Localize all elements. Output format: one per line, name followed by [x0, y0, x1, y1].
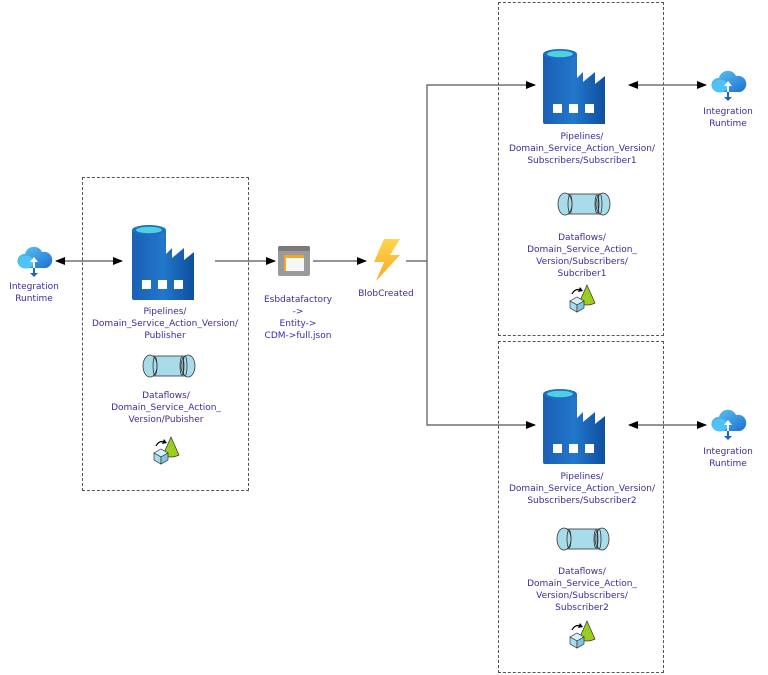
- data-factory-icon: [132, 225, 194, 300]
- integration-runtime-right1-label: Integration Runtime: [703, 106, 753, 130]
- edge-blobcreated-to-subscriber2: [426, 261, 536, 429]
- publisher-dataflow-label: Dataflows/ Domain_Service_Action_ Versio…: [111, 390, 221, 426]
- label-line: Pipelines/: [143, 307, 187, 317]
- label-line: Version/Subscribers/: [536, 257, 628, 267]
- integration-runtime-cloud-icon: [711, 70, 747, 101]
- subscriber1-pipeline-label: Pipelines/ Domain_Service_Action_Version…: [509, 131, 655, 167]
- subscriber2-group-box: [498, 341, 664, 673]
- transform-shapes-icon: [153, 436, 180, 465]
- subscriber2-pipeline[interactable]: [541, 386, 607, 466]
- label-line: Integration: [9, 282, 59, 292]
- blob-created-event[interactable]: [370, 238, 404, 282]
- subscriber2-dataflow[interactable]: [555, 526, 611, 552]
- integration-runtime-right2-label: Integration Runtime: [703, 446, 753, 470]
- publisher-pipeline[interactable]: [130, 222, 196, 302]
- event-lightning-icon: [374, 239, 400, 281]
- storage-container[interactable]: [277, 245, 311, 277]
- integration-runtime-right1[interactable]: [708, 68, 748, 104]
- label-line: Version/Pubisher: [128, 415, 204, 425]
- transform-shapes-icon: [569, 284, 596, 313]
- label-line: Dataflows/: [558, 567, 606, 577]
- subscriber1-dataflow[interactable]: [556, 191, 612, 217]
- integration-runtime-cloud-icon: [711, 409, 747, 440]
- label-line: Domain_Service_Action_Version/: [509, 484, 655, 494]
- integration-runtime-left[interactable]: [14, 244, 54, 280]
- label-line: Runtime: [15, 294, 53, 304]
- subscriber2-transform: [567, 619, 597, 649]
- label-line: Integration: [703, 447, 753, 457]
- edge-blobcreated-to-subscriber1: [406, 81, 536, 262]
- integration-runtime-left-label: Integration Runtime: [9, 281, 59, 305]
- data-factory-icon: [543, 389, 605, 464]
- label-line: Subscribers/Subscriber1: [527, 156, 637, 166]
- label-line: Pipelines/: [560, 132, 604, 142]
- integration-runtime-right2[interactable]: [708, 407, 748, 443]
- label-line: Integration: [703, 107, 753, 117]
- label-line: Subscribers/Subscriber2: [527, 496, 637, 506]
- dataflow-pipe-icon: [557, 192, 611, 216]
- subscriber1-pipeline[interactable]: [541, 46, 607, 126]
- dataflow-pipe-icon: [142, 354, 196, 378]
- storage-label: Esbdatafactory -> Entity-> CDM->full.jso…: [264, 294, 332, 342]
- label-line: ->: [292, 307, 304, 317]
- label-line: Version/Subscribers/: [536, 591, 628, 601]
- subscriber1-group-box: [498, 2, 664, 336]
- data-factory-icon: [543, 49, 605, 124]
- subscriber1-dataflow-label: Dataflows/ Domain_Service_Action_ Versio…: [527, 232, 637, 280]
- label-line: Domain_Service_Action_: [527, 579, 637, 589]
- label-line: Runtime: [709, 119, 747, 129]
- label-line: BlobCreated: [358, 289, 414, 299]
- storage-folder-icon: [278, 246, 310, 276]
- label-line: Esbdatafactory: [263, 295, 333, 305]
- label-line: CDM->full.json: [264, 331, 332, 341]
- subscriber1-transform: [567, 283, 597, 313]
- publisher-transform: [151, 435, 181, 465]
- label-line: Domain_Service_Action_: [527, 245, 637, 255]
- label-line: Entity->: [279, 319, 317, 329]
- label-line: Domain_Service_Action_Version/: [92, 319, 238, 329]
- label-line: Subcriber1: [557, 269, 607, 279]
- integration-runtime-cloud-icon: [17, 246, 53, 277]
- publisher-dataflow[interactable]: [141, 353, 197, 379]
- label-line: Subscriber2: [555, 603, 609, 613]
- label-line: Pipelines/: [560, 472, 604, 482]
- subscriber2-pipeline-label: Pipelines/ Domain_Service_Action_Version…: [509, 471, 655, 507]
- label-line: Runtime: [709, 459, 747, 469]
- label-line: Publisher: [144, 331, 186, 341]
- label-line: Dataflows/: [142, 391, 190, 401]
- label-line: Domain_Service_Action_Version/: [509, 144, 655, 154]
- dataflow-pipe-icon: [556, 527, 610, 551]
- publisher-pipeline-label: Pipelines/ Domain_Service_Action_Version…: [92, 306, 238, 342]
- publisher-group-box: [82, 177, 249, 491]
- label-line: Dataflows/: [558, 233, 606, 243]
- transform-shapes-icon: [569, 620, 596, 649]
- label-line: Domain_Service_Action_: [111, 403, 221, 413]
- blob-created-label: BlobCreated: [358, 288, 414, 300]
- subscriber2-dataflow-label: Dataflows/ Domain_Service_Action_ Versio…: [527, 566, 637, 614]
